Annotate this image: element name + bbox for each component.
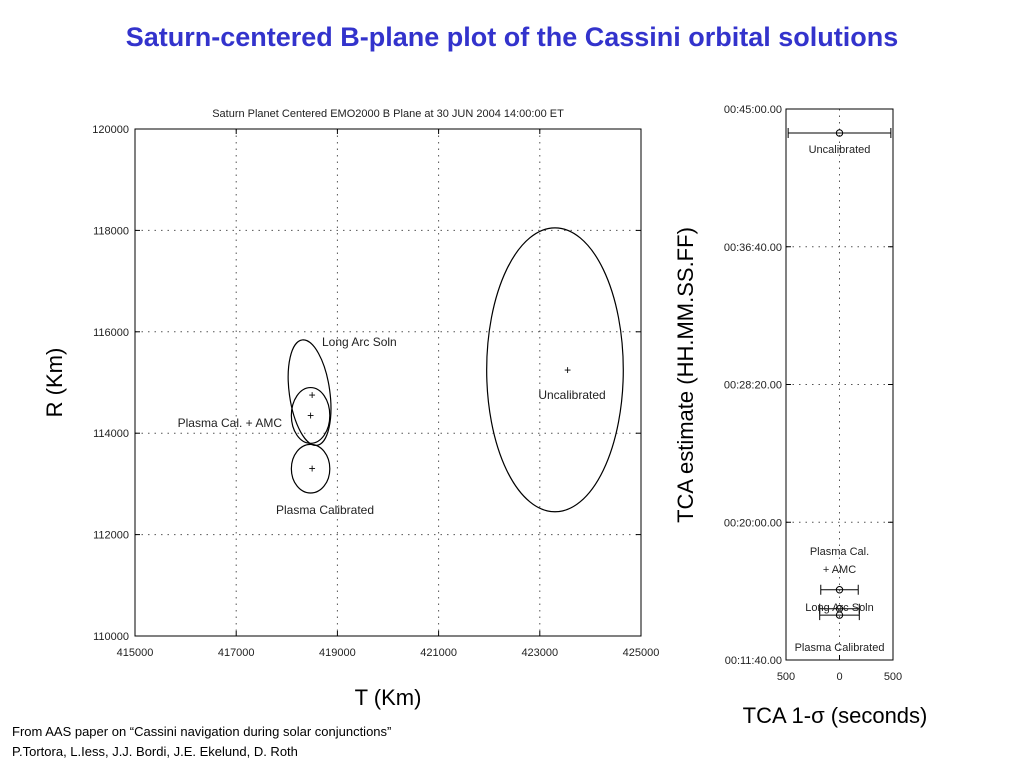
x-axis-label: T (Km) [355,685,422,710]
y-tick-label: 116000 [93,327,129,339]
center-marker: + [307,408,314,422]
estimate-point [835,586,844,594]
caption-line-2: P.Tortora, L.Iess, J.J. Bordi, J.E. Ekel… [12,744,298,759]
plot-frame [134,128,642,637]
x-tick-label: 423000 [521,647,558,659]
y-tick-label: 114000 [93,428,129,440]
y-axis-label: R (Km) [42,348,67,418]
plot-frame-right [785,108,894,661]
x-tick-label: 500 [777,671,795,683]
y-tick-label: 00:11:40.00 [725,655,782,667]
point-label: Plasma Calibrated [795,642,885,654]
estimate-point [835,611,844,619]
ellipse-plasma-cal-amc [290,386,331,444]
caption-line-1: From AAS paper on “Cassini navigation du… [12,724,392,739]
y-tick-label: 110000 [93,631,129,643]
estimate-point [835,129,844,137]
y-tick-label: 00:20:00.00 [724,517,782,529]
x-tick-label: 0 [836,671,842,683]
center-marker: + [309,462,316,476]
x-tick-label: 500 [884,671,902,683]
annotation-label: Plasma Calibrated [276,503,374,517]
center-marker: + [309,388,316,402]
annotation-label: Uncalibrated [538,388,605,402]
ellipse-uncalibrated [486,227,624,513]
point-label: + AMC [823,564,856,576]
x-tick-label: 419000 [319,647,356,659]
annotation-label: Plasma Cal. + AMC [178,416,283,430]
y-tick-label: 120000 [92,124,129,136]
y-axis-label-right: TCA estimate (HH.MM.SS.FF) [673,227,698,523]
plot-title: Saturn Planet Centered EMO2000 B Plane a… [212,108,564,120]
point-label: Plasma Cal. [810,546,869,558]
ellipse-plasma-calibrated [290,443,331,494]
y-tick-label: 00:45:00.00 [724,104,782,116]
y-tick-label: 00:28:20.00 [724,380,782,392]
point-label: Long Arc Soln [805,602,874,614]
x-tick-label: 425000 [623,647,660,659]
y-tick-label: 118000 [93,225,129,237]
point-label: Uncalibrated [809,144,871,156]
x-tick-label: 415000 [117,647,154,659]
y-tick-label: 00:36:40.00 [724,242,782,254]
x-tick-label: 421000 [420,647,457,659]
center-marker: + [564,363,571,377]
y-tick-label: 112000 [93,530,129,542]
slide-title: Saturn-centered B-plane plot of the Cass… [125,22,899,52]
annotation-label: Long Arc Soln [322,335,397,349]
x-axis-label-right: TCA 1-σ (seconds) [743,703,928,728]
x-tick-label: 417000 [218,647,255,659]
